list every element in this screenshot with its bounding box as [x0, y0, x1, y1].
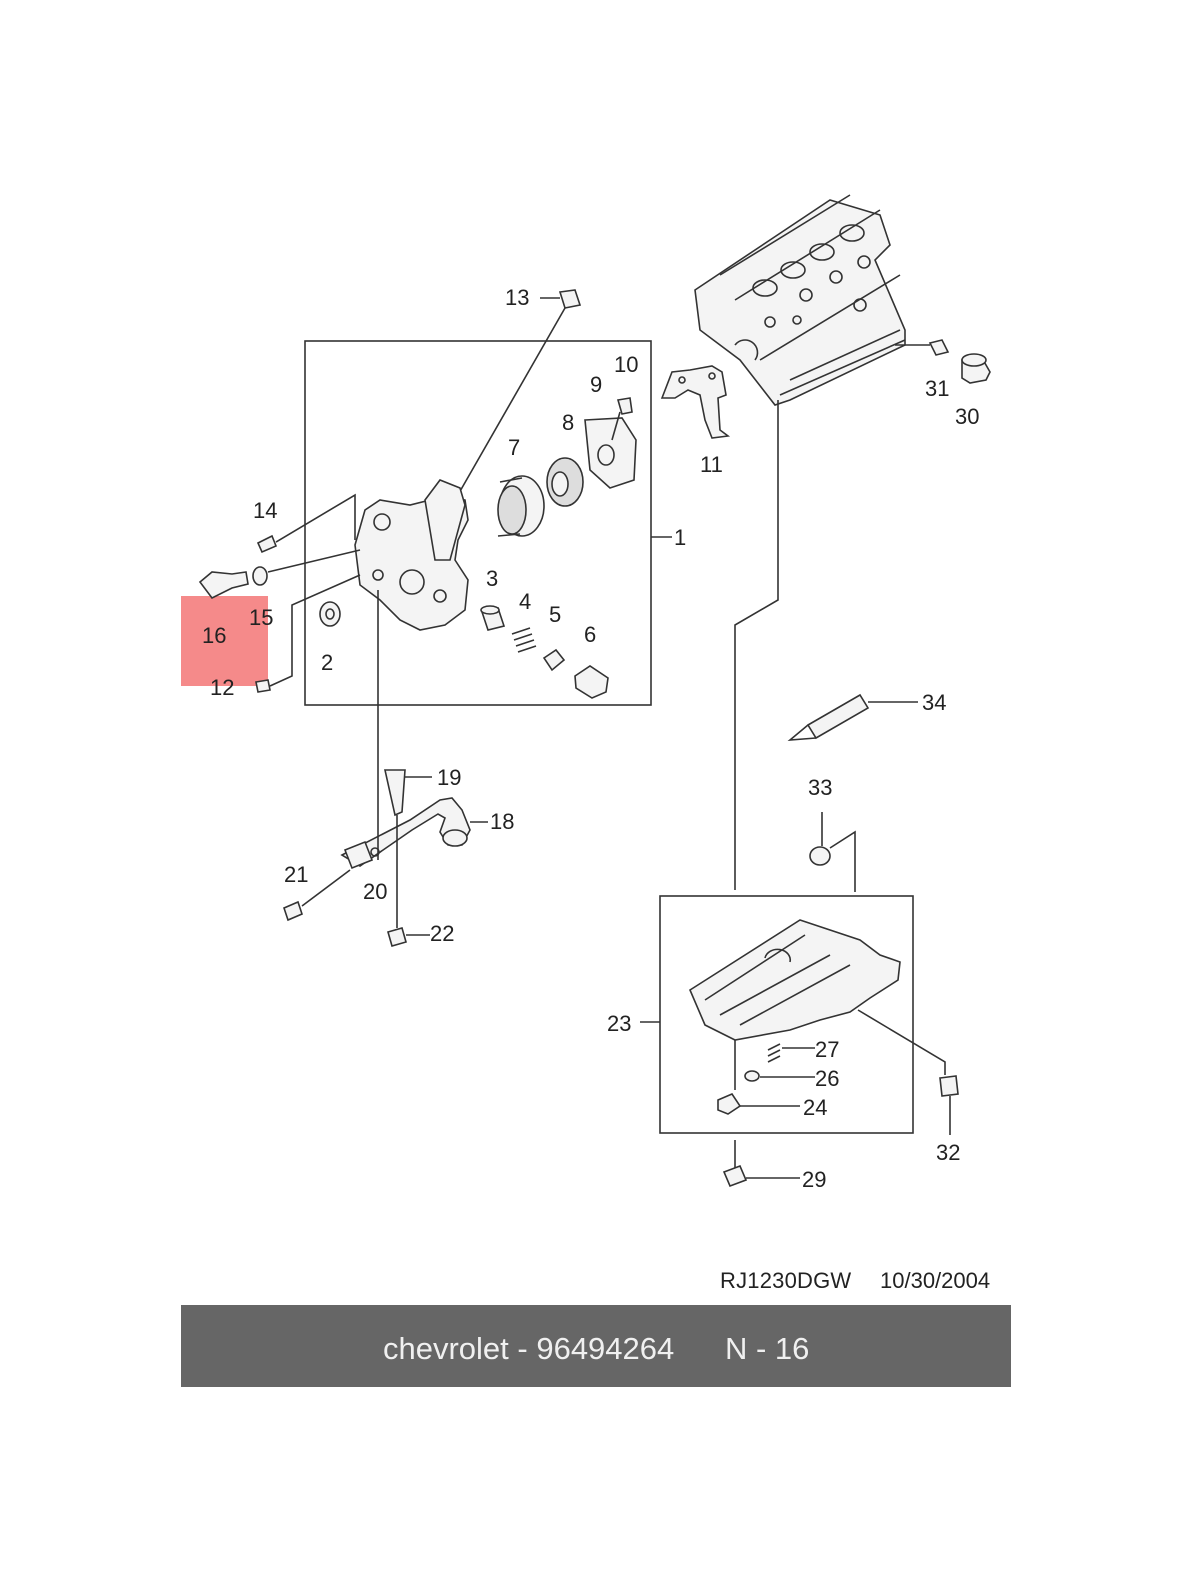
part-31-fitting: [928, 339, 950, 356]
part-label-29: 29: [802, 1167, 826, 1192]
part-label-31: 31: [925, 376, 949, 401]
part-11-bracket: [660, 365, 731, 439]
part-30-oil-filter: [961, 353, 991, 384]
part-label-5: 5: [549, 602, 561, 627]
part-label-3: 3: [486, 566, 498, 591]
footer-page-number: N - 16: [725, 1331, 810, 1366]
part-27-spring: [767, 1043, 781, 1063]
footer-bar: chevrolet - 96494264 N - 16: [181, 1305, 1011, 1387]
part-12-plug: [255, 679, 271, 693]
part-label-7: 7: [508, 435, 520, 460]
part-label-10: 10: [614, 352, 638, 377]
part-label-33: 33: [808, 775, 832, 800]
part-24-drain-plug: [717, 1093, 742, 1115]
footer-brand-part-number: chevrolet - 96494264: [383, 1331, 675, 1366]
part-label-11: 11: [700, 452, 723, 477]
part-label-23: 23: [607, 1011, 631, 1036]
part-16-sensor: [198, 571, 249, 600]
oil-pan-group-box: [659, 895, 914, 1134]
engine-block-drawing: [694, 194, 906, 406]
part-10-screw: [616, 397, 633, 415]
part-label-32: 32: [936, 1140, 960, 1165]
part-2-seal: [319, 601, 341, 627]
part-13-plug: [558, 289, 582, 309]
part-label-9: 9: [590, 372, 602, 397]
part-23-oil-pan: [688, 919, 901, 1041]
part-14-bolt: [256, 534, 278, 554]
part-4-spring: [511, 627, 537, 653]
part-9-cover: [584, 417, 637, 489]
part-29-bolt: [722, 1164, 748, 1188]
part-label-13: 13: [505, 285, 529, 310]
part-8-gear: [546, 457, 584, 507]
part-label-22: 22: [430, 921, 454, 946]
part-33-plug: [809, 846, 831, 866]
part-label-18: 18: [490, 809, 514, 834]
part-20-gasket: [343, 840, 380, 870]
document-date: 10/30/2004: [880, 1268, 991, 1293]
part-15-washer: [252, 566, 268, 586]
part-26-washer: [744, 1070, 760, 1082]
document-code: RJ1230DGW: [720, 1268, 852, 1293]
part-label-4: 4: [519, 589, 531, 614]
part-label-20: 20: [363, 879, 387, 904]
part-3-bushing: [480, 605, 506, 631]
part-label-30: 30: [955, 404, 979, 429]
part-6-plug: [574, 665, 609, 699]
part-label-34: 34: [922, 690, 946, 715]
part-19-bracket: [384, 769, 406, 817]
part-label-15: 15: [249, 605, 273, 630]
part-22-bolt: [387, 927, 407, 947]
part-label-2: 2: [321, 650, 333, 675]
part-16-highlight: [181, 596, 268, 686]
part-34-sealant-tube: [787, 693, 870, 741]
part-21-bolt: [283, 900, 303, 922]
part-32-bolt: [939, 1075, 959, 1097]
part-label-26: 26: [815, 1066, 839, 1091]
part-label-21: 21: [284, 862, 308, 887]
part-5-washer: [542, 648, 566, 672]
part-label-16: 16: [202, 623, 226, 648]
part-18-oil-pickup: [340, 797, 471, 867]
part-label-6: 6: [584, 622, 596, 647]
part-label-12: 12: [210, 675, 234, 700]
part-label-8: 8: [562, 410, 574, 435]
part-label-14: 14: [253, 498, 277, 523]
part-label-19: 19: [437, 765, 461, 790]
part-label-27: 27: [815, 1037, 839, 1062]
part-7-ring: [497, 475, 545, 537]
part-label-1: 1: [674, 525, 686, 550]
oil-pump-body: [354, 479, 469, 631]
oil-pump-group-box: [304, 340, 652, 706]
part-label-24: 24: [803, 1095, 827, 1120]
